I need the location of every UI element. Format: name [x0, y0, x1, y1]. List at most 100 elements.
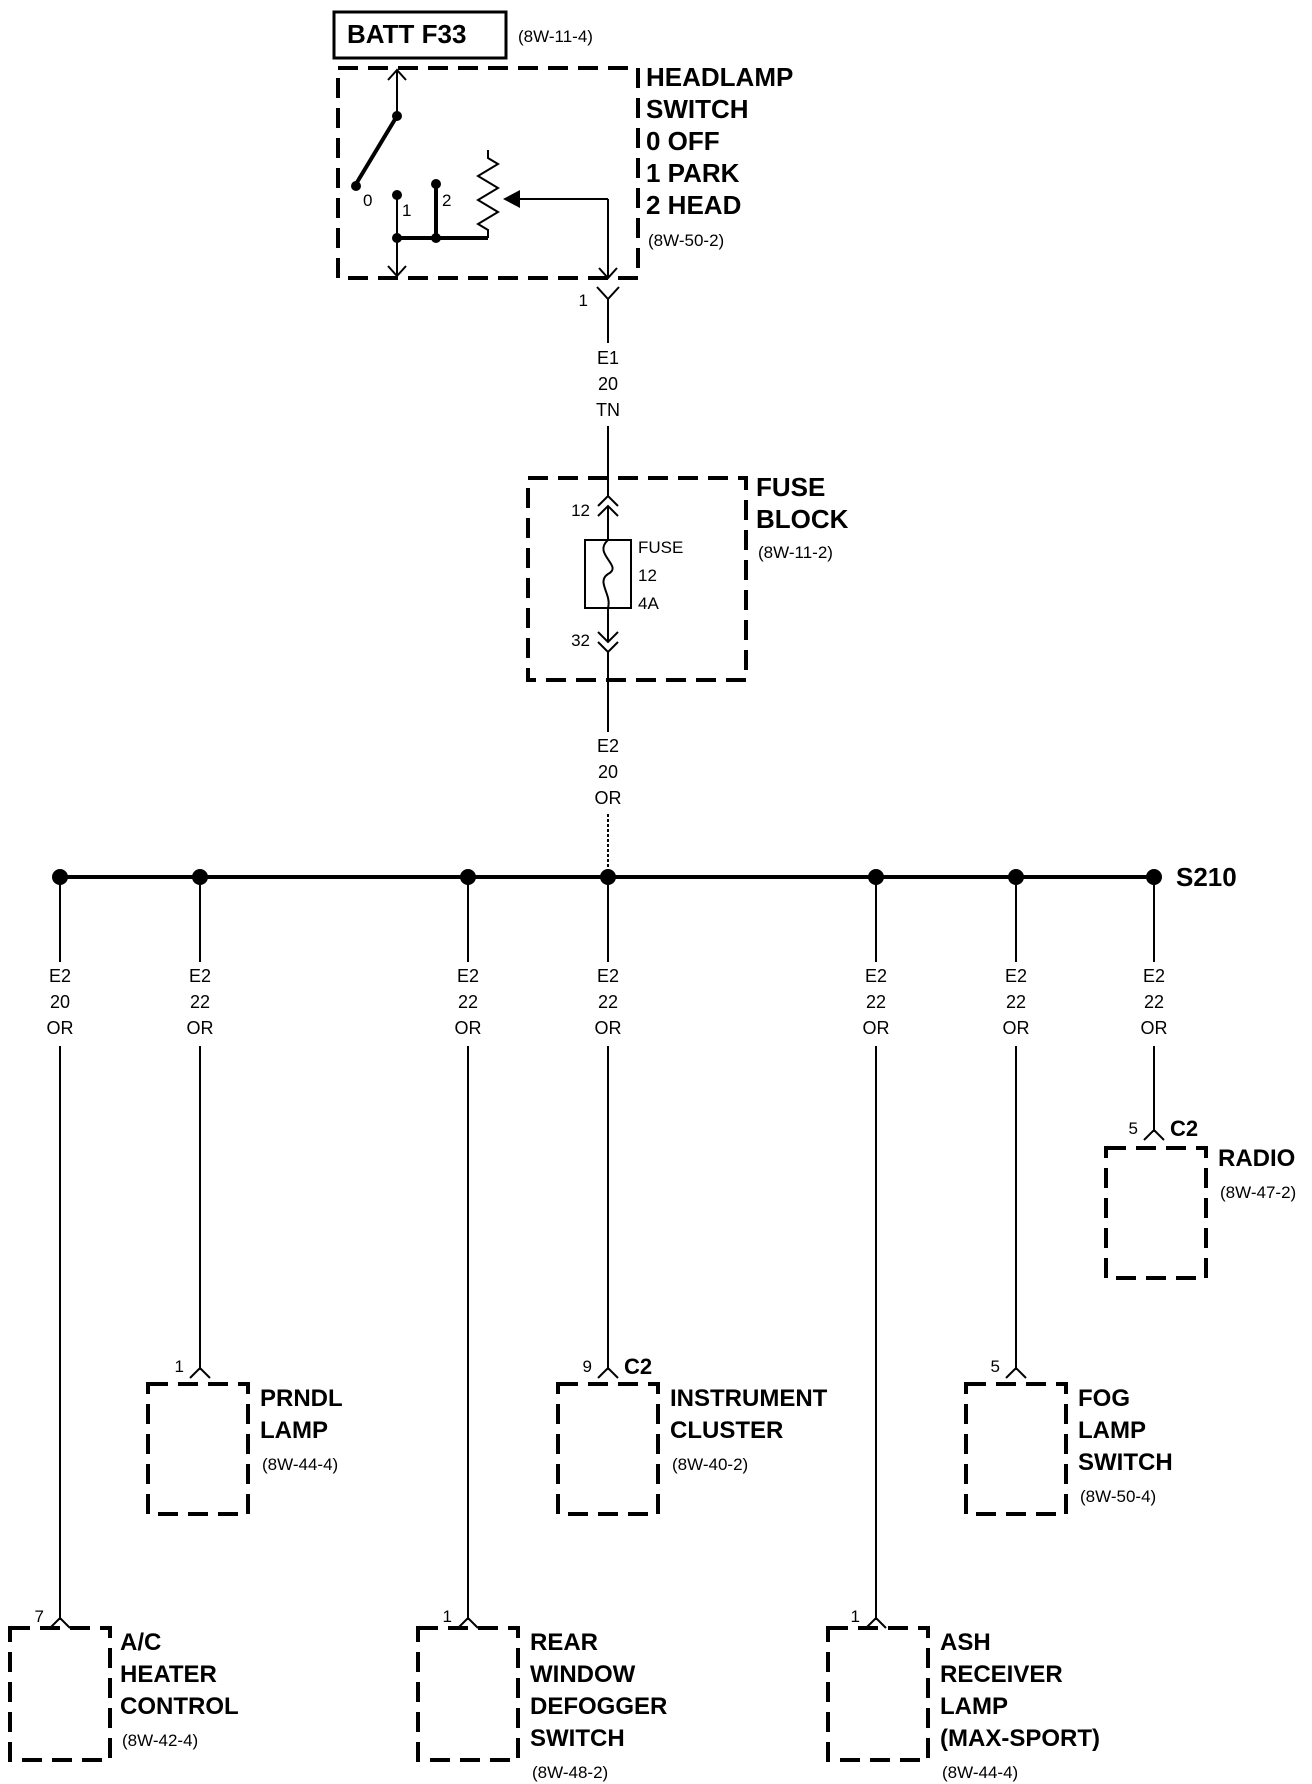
component-outline — [416, 1626, 520, 1762]
fuse-label-2: 12 — [638, 566, 657, 585]
component-ref: (8W-44-4) — [262, 1455, 338, 1474]
splice-bus: S210 — [60, 862, 1237, 892]
headlamp-switch-title-5: 2 HEAD — [646, 190, 741, 220]
component-title: CONTROL — [120, 1693, 239, 1720]
component-title: RADIO — [1218, 1145, 1295, 1172]
component-title: ASH — [940, 1629, 991, 1656]
switch-position-0: 0 — [363, 191, 372, 210]
component-title: SWITCH — [1078, 1449, 1173, 1476]
branch-pin: 9 — [583, 1357, 592, 1376]
wire-e2-main-circuit: E2 — [597, 736, 619, 756]
wire-e1-color: TN — [596, 400, 620, 420]
branch-connector: C2 — [624, 1354, 652, 1379]
fuse-label-3: 4A — [638, 594, 659, 613]
headlamp-switch-title-1: HEADLAMP — [646, 62, 793, 92]
headlamp-switch-title-4: 1 PARK — [646, 158, 740, 188]
branch-wire-label: OR — [187, 1018, 214, 1038]
branch-wire-label: 22 — [1006, 992, 1026, 1012]
fuse-pin-out: 32 — [571, 631, 590, 650]
component-title: RECEIVER — [940, 1661, 1063, 1688]
branch-pin: 5 — [991, 1357, 1000, 1376]
branch-wire-label: E2 — [189, 966, 211, 986]
headlamp-switch-pin: 1 — [579, 291, 588, 310]
fuse-block-title-2: BLOCK — [756, 504, 849, 534]
component-outline — [556, 1382, 660, 1516]
branch-pin: 5 — [1129, 1119, 1138, 1138]
fuse-label-1: FUSE — [638, 538, 683, 557]
component-title: A/C — [120, 1629, 161, 1656]
branch-wire-label: E2 — [597, 966, 619, 986]
fuse-block-outline — [526, 476, 748, 682]
branch-wire-label: OR — [47, 1018, 74, 1038]
component-outline — [1104, 1146, 1208, 1280]
wire-e1-circuit: E1 — [597, 348, 619, 368]
component-ref: (8W-50-4) — [1080, 1487, 1156, 1506]
branch-wire-label: E2 — [865, 966, 887, 986]
component-ref: (8W-42-4) — [122, 1731, 198, 1750]
component-title: SWITCH — [530, 1725, 625, 1752]
branch-wire-label: E2 — [1005, 966, 1027, 986]
switch-position-2: 2 — [442, 191, 451, 210]
headlamp-switch-ref: (8W-50-2) — [648, 231, 724, 250]
branch-pin: 1 — [175, 1357, 184, 1376]
component-title: DEFOGGER — [530, 1693, 667, 1720]
fuse-pin-in: 12 — [571, 501, 590, 520]
branch-wire-label: OR — [1141, 1018, 1168, 1038]
battery-feed-box — [332, 10, 508, 60]
component-title: INSTRUMENT — [670, 1385, 828, 1412]
component-outline — [964, 1382, 1068, 1516]
wire-e2-main-gauge: 20 — [598, 762, 618, 782]
component-title: LAMP — [1078, 1417, 1146, 1444]
branch-wire-label: E2 — [1143, 966, 1165, 986]
branch-wire-label: 22 — [458, 992, 478, 1012]
wire-e2-main-color: OR — [595, 788, 622, 808]
branches: E220OR7A/CHEATERCONTROL(8W-42-4)E222OR1P… — [8, 869, 1296, 1782]
branch-wire-label: 22 — [598, 992, 618, 1012]
branch-wire-label: OR — [1003, 1018, 1030, 1038]
branch-connector: C2 — [1170, 1116, 1198, 1141]
fuse-block-title-1: FUSE — [756, 472, 825, 502]
wire-e1-gauge: 20 — [598, 374, 618, 394]
headlamp-switch: HEADLAMP SWITCH 0 OFF 1 PARK 2 HEAD (8W-… — [336, 62, 793, 310]
component-ref: (8W-47-2) — [1220, 1183, 1296, 1202]
headlamp-switch-outline — [336, 66, 640, 280]
branch-wire-label: OR — [595, 1018, 622, 1038]
component-title: REAR — [530, 1629, 598, 1656]
switch-mechanism: 0 1 2 — [351, 68, 618, 280]
branch-wire-label: OR — [863, 1018, 890, 1038]
branch-pin: 1 — [443, 1607, 452, 1626]
component-title: LAMP — [260, 1417, 328, 1444]
headlamp-switch-title-3: 0 OFF — [646, 126, 720, 156]
component-ref: (8W-40-2) — [672, 1455, 748, 1474]
component-ref: (8W-44-4) — [942, 1763, 1018, 1782]
fuse-block: FUSE BLOCK (8W-11-2) 12 FUSE 12 4A 32 — [526, 472, 849, 682]
branch-5: E222OR1ASHRECEIVERLAMP(MAX-SPORT)(8W-44-… — [826, 869, 1100, 1782]
branch-pin: 7 — [35, 1607, 44, 1626]
battery-feed-ref: (8W-11-4) — [518, 27, 593, 46]
battery-feed-label: BATT F33 — [347, 19, 466, 49]
branch-wire-label: 22 — [1144, 992, 1164, 1012]
branch-wire-label: 20 — [50, 992, 70, 1012]
component-title: FOG — [1078, 1385, 1130, 1412]
component-outline — [826, 1626, 930, 1762]
branch-wire-label: E2 — [49, 966, 71, 986]
component-title: HEATER — [120, 1661, 217, 1688]
branch-wire-label: OR — [455, 1018, 482, 1038]
branch-wire-label: 22 — [190, 992, 210, 1012]
splice-label: S210 — [1176, 862, 1237, 892]
switch-position-1: 1 — [402, 201, 411, 220]
fuse-block-ref: (8W-11-2) — [758, 543, 833, 562]
component-title: LAMP — [940, 1693, 1008, 1720]
component-title: (MAX-SPORT) — [940, 1725, 1100, 1752]
headlamp-switch-title-2: SWITCH — [646, 94, 749, 124]
battery-feed: BATT F33 (8W-11-4) — [332, 10, 593, 60]
component-title: CLUSTER — [670, 1417, 783, 1444]
component-outline — [146, 1382, 250, 1516]
wire-e1: E1 20 TN — [596, 299, 620, 496]
branch-wire-label: E2 — [457, 966, 479, 986]
